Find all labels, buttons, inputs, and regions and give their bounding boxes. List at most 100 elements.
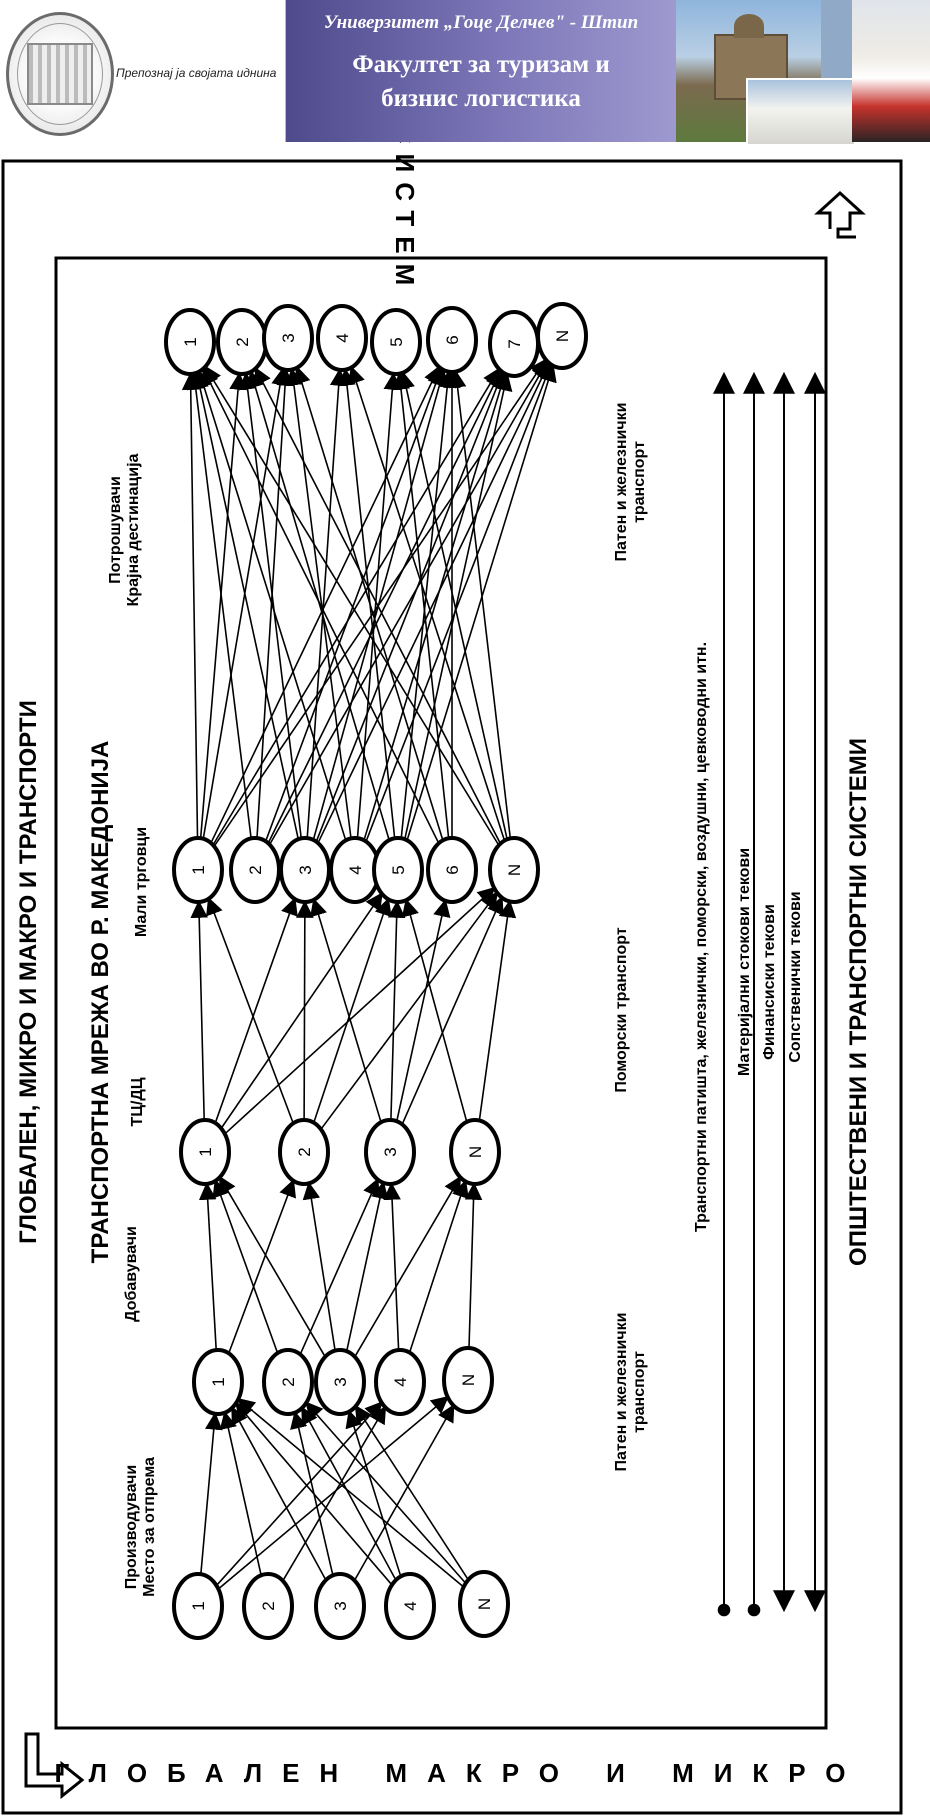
network-arrow: [392, 371, 450, 839]
consumers-node-shape: [370, 308, 422, 376]
consumers-node-shape: [536, 302, 588, 370]
corner-arrow-bottom-icon: [24, 1732, 85, 1800]
network-arrow: [348, 365, 506, 841]
maritime-label: Поморски транспорт: [613, 927, 630, 1092]
network-arrow: [254, 366, 502, 844]
hubs-node-label: 2: [295, 1147, 314, 1156]
hubs-node: N: [449, 1118, 501, 1186]
consumers-node-shape: [164, 308, 216, 376]
network-arrow: [202, 367, 440, 844]
consumers-node-label: 6: [443, 335, 462, 344]
hubs-node: 3: [364, 1118, 416, 1186]
network-arrow: [200, 1412, 223, 1575]
retailers-node-shape: [426, 836, 478, 904]
road-rail-right-line1: Патен и железнички: [613, 403, 630, 562]
suppliers-node-label: 2: [279, 1377, 298, 1386]
suppliers-node-shape: [314, 1348, 366, 1416]
producers-node: 1: [172, 1572, 224, 1640]
slogan-text: Препознај ја својата иднина: [116, 66, 277, 80]
retailers-node: 2: [229, 836, 281, 904]
consumers-node: 1: [164, 308, 216, 376]
suppliers-label: Добавувачи: [123, 1226, 140, 1322]
network-arrow: [408, 1179, 469, 1353]
producers-node: N: [458, 1570, 510, 1638]
hubs-node-shape: [278, 1118, 330, 1186]
network-arrow: [354, 1175, 462, 1358]
producers-node-shape: [242, 1572, 294, 1640]
network-arrow: [246, 370, 390, 841]
retailers-node: N: [488, 836, 540, 904]
hubs-node: 2: [278, 1118, 330, 1186]
consumers-node-label: N: [553, 330, 572, 342]
network-arrow: [212, 1179, 279, 1354]
network-arrow: [285, 367, 352, 839]
faculty-name-line2: бизнис логистика: [381, 85, 581, 112]
retailers-node-shape: [488, 836, 540, 904]
network-arrow: [464, 1182, 483, 1349]
network-arrow: [224, 886, 496, 1135]
producers-label-line1: Производувачи: [123, 1465, 140, 1590]
network-arrow: [199, 372, 247, 839]
consumers-node-label: 2: [233, 337, 252, 346]
retailers-node: 6: [426, 836, 478, 904]
retailers-label: Мали трговци: [133, 827, 150, 937]
road-rail-left-line2: транспорт: [631, 1351, 648, 1433]
suppliers-node-shape: [374, 1348, 426, 1416]
consumers-node: 5: [370, 308, 422, 376]
network-arrows: [181, 358, 557, 1590]
suppliers-node-shape: [442, 1346, 494, 1414]
network-arrow: [305, 1401, 467, 1584]
university-seal-logo: [6, 12, 114, 136]
consumers-label-line1: Потрошувачи: [107, 476, 124, 584]
hubs-node-label: 3: [381, 1147, 400, 1156]
consumers-node-shape: [262, 304, 314, 372]
consumers-node-shape: [316, 304, 368, 372]
network-arrow: [448, 369, 512, 839]
inner-title: ТРАНСПОРТНА МРЕЖА ВО Р. МАКЕДОНИЈА: [87, 741, 114, 1264]
network-arrow: [218, 1175, 326, 1358]
network-arrow: [310, 898, 382, 1123]
producers-node-label: 2: [259, 1601, 278, 1610]
producers-label-line2: Место за отпрема: [141, 1457, 158, 1597]
network-arrow: [190, 900, 208, 1121]
road-rail-right-line2: транспорт: [631, 441, 648, 523]
network-arrow: [356, 372, 402, 839]
consumers-node: 3: [262, 304, 314, 372]
banner-photos: [676, 0, 930, 146]
retailers-node-label: 2: [246, 865, 265, 874]
network-arrow: [227, 1178, 296, 1354]
producers-node-label: 4: [401, 1601, 420, 1610]
producers-node-shape: [172, 1572, 224, 1640]
hubs-node-shape: [364, 1118, 416, 1186]
network-arrow: [210, 365, 441, 844]
consumers-node: 7: [488, 310, 540, 378]
network-arrow: [236, 1397, 465, 1588]
producers-node-shape: [384, 1572, 436, 1640]
network-arrow: [383, 1182, 401, 1351]
suppliers-node: N: [442, 1346, 494, 1414]
network-arrow: [268, 359, 549, 846]
network-arrow: [387, 900, 406, 1121]
network-arrow: [478, 899, 517, 1121]
header-banner: Препознај ја својата иднина Универзитет …: [0, 0, 930, 146]
network-arrow: [397, 370, 508, 840]
bottom-spaced-label: ГЛОБАЛЕН МАКРО И МИКРО: [54, 1758, 865, 1788]
flow-arrows: [713, 371, 826, 1617]
right-title: ОПШТЕСТВЕНИ И ТРАНСПОРТНИ СИСТЕМИ: [845, 738, 872, 1266]
network-arrow: [195, 369, 347, 841]
network-arrow: [301, 1406, 397, 1581]
retailers-node-label: N: [505, 864, 524, 876]
flow-ownership-label: Сопственички текови: [787, 891, 804, 1062]
suppliers-node-label: N: [459, 1374, 478, 1386]
university-name: Универзитет „Гоце Делчев" - Штип: [323, 12, 639, 33]
network-arrow: [312, 368, 448, 841]
network-arrow: [231, 1406, 327, 1581]
consumers-node: 4: [316, 304, 368, 372]
retailers-node-label: 3: [296, 865, 315, 874]
consumers-node: 2: [216, 308, 268, 376]
network-arrow: [181, 372, 200, 839]
network-arrow: [395, 898, 451, 1122]
